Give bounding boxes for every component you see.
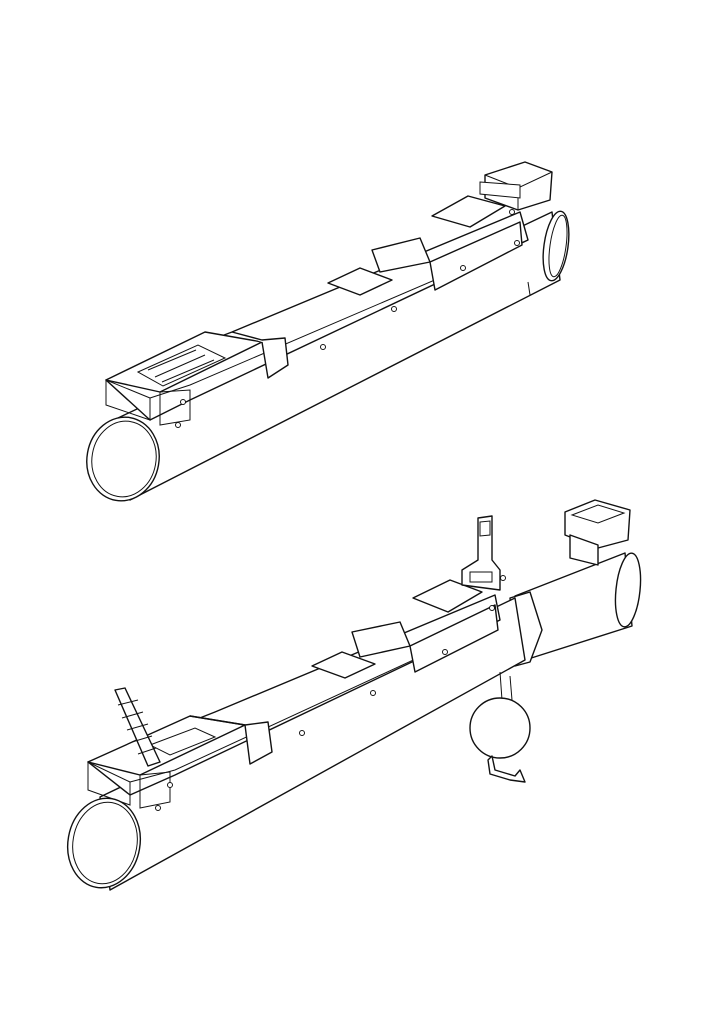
- band: [231, 331, 289, 379]
- rear-sight-box: [564, 499, 631, 549]
- band: [189, 715, 273, 765]
- sight-pad-front: [327, 267, 393, 296]
- front-opening: [86, 416, 160, 502]
- rivets: [175, 209, 520, 428]
- sight-pad-front: [311, 651, 376, 679]
- rear-end-cap: [614, 552, 642, 628]
- front-opening: [66, 797, 142, 889]
- rivets: [155, 575, 506, 811]
- sight-pad-rear: [412, 579, 483, 613]
- launcher-tube-closed: [86, 161, 570, 502]
- launcher-tube-extended: [66, 499, 642, 891]
- trigger-lever: [487, 755, 526, 783]
- round-cover: [469, 697, 531, 759]
- trigger-bracket: [499, 671, 513, 701]
